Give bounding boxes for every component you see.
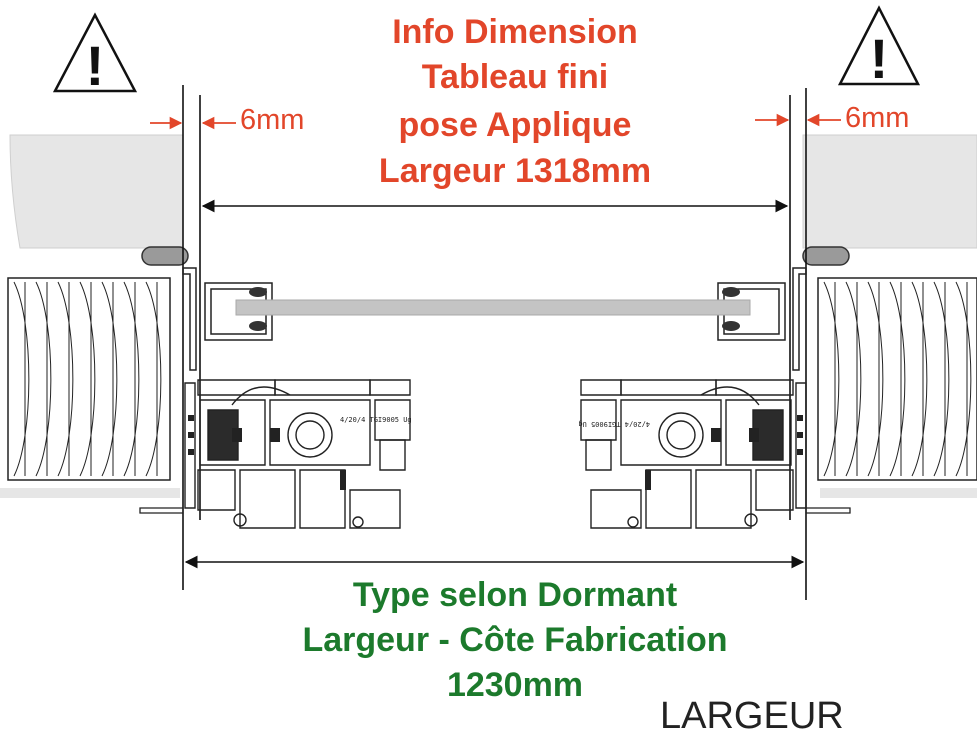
sill-right	[805, 507, 851, 514]
wall-left	[9, 134, 184, 249]
corner-label: LARGEUR	[660, 695, 844, 737]
window-profile-left	[184, 379, 411, 529]
seal-right	[802, 246, 850, 266]
profile-label-right: 4/20/4 TGI9005 Ug	[578, 420, 650, 428]
bottom-title-line-3: 1230mm	[446, 666, 584, 704]
insulation-right	[817, 277, 977, 481]
sash-left	[204, 282, 273, 341]
sash-right	[717, 282, 786, 341]
bracket-right	[792, 267, 807, 371]
bracket-left	[182, 267, 197, 371]
insulation-coil	[57, 281, 74, 477]
insulation-coil	[955, 281, 972, 477]
gasket-left-bottom	[249, 321, 267, 331]
insulation-coil	[933, 281, 950, 477]
gap-label-right: 6mm	[845, 102, 910, 134]
top-title-line-2: Tableau fini	[421, 58, 609, 96]
gasket-right-top	[722, 287, 740, 297]
bottom-title-line-1: Type selon Dormant	[352, 576, 678, 614]
gap-label-left: 6mm	[240, 104, 305, 136]
warning-icon-right: !	[837, 5, 921, 90]
wall-left-lower	[0, 488, 180, 498]
seal-left	[141, 246, 189, 266]
wall-right-lower	[820, 488, 977, 498]
insulation-coil	[823, 281, 840, 477]
insulation-coil	[145, 281, 162, 477]
window-profile-right	[580, 379, 807, 529]
insulation-coil	[13, 281, 30, 477]
gasket-right-bottom	[722, 321, 740, 331]
insulation-coil	[889, 281, 906, 477]
svg-text:!: !	[870, 27, 889, 90]
profile-label-left: 4/20/4 TGI9005 Ug	[340, 416, 412, 424]
gasket-left-top	[249, 287, 267, 297]
insulation-coil	[79, 281, 96, 477]
window-profile-left-details	[188, 415, 346, 490]
insulation-coil	[911, 281, 928, 477]
top-title-line-1: Info Dimension	[392, 13, 638, 51]
warning-icon-left: !	[52, 12, 138, 97]
sill-left	[139, 507, 184, 514]
insulation-coil	[35, 281, 52, 477]
wall-right	[802, 134, 977, 249]
top-title-line-4: Largeur 1318mm	[378, 152, 652, 190]
top-title-line-3: pose Applique	[398, 106, 632, 144]
window-profile-right-details	[645, 415, 803, 490]
insulation-coil	[867, 281, 884, 477]
svg-text:!: !	[86, 34, 105, 97]
glass-pane	[235, 299, 751, 316]
bottom-title-line-2: Largeur - Côte Fabrication	[302, 621, 728, 659]
insulation-coil	[845, 281, 862, 477]
insulation-coil	[101, 281, 118, 477]
insulation-left	[7, 277, 171, 481]
insulation-coil	[123, 281, 140, 477]
